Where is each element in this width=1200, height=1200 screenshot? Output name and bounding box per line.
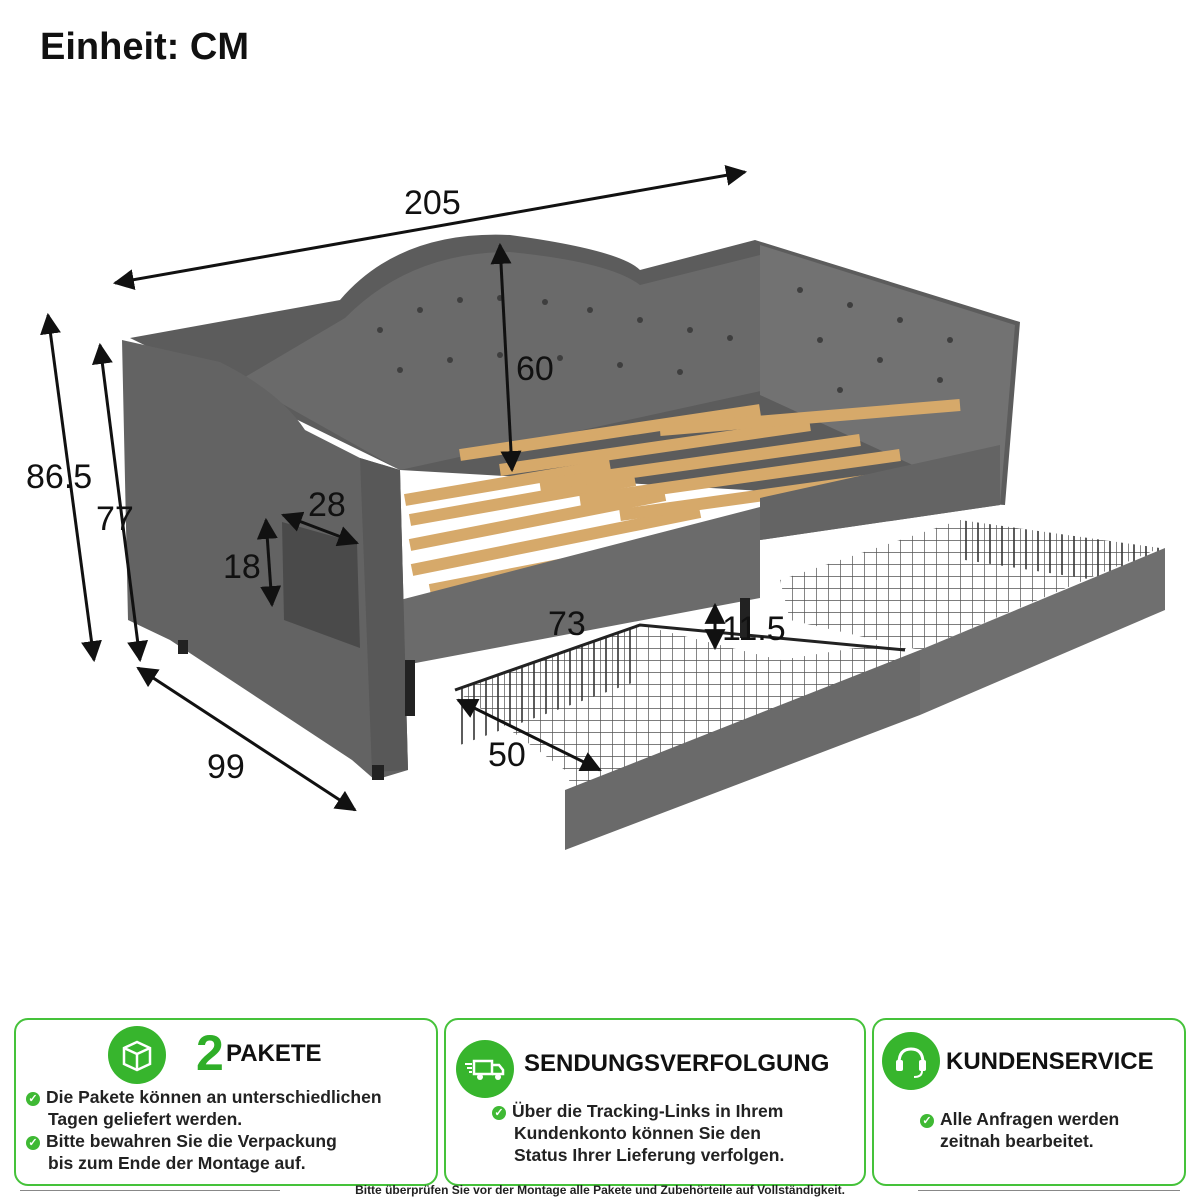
dim-depth: 99 (207, 748, 245, 786)
dim-pocket-width: 28 (308, 486, 346, 524)
check-icon: ✓ (26, 1092, 40, 1106)
headset-icon (882, 1032, 940, 1090)
check-icon: ✓ (492, 1106, 506, 1120)
tracking-line-3: Status Ihrer Lieferung verfolgen. (514, 1145, 785, 1165)
unit-label: Einheit: CM (40, 26, 249, 68)
dim-pocket-height: 18 (223, 548, 261, 586)
dim-backrest-height: 60 (516, 350, 554, 388)
packages-title: PAKETE (226, 1040, 322, 1067)
packages-line-3: ✓Bitte bewahren Sie die Verpackung (26, 1130, 337, 1152)
delivery-truck-icon (456, 1040, 514, 1098)
tracking-line-2: Kundenkonto können Sie den (514, 1123, 761, 1143)
check-icon: ✓ (26, 1136, 40, 1150)
packages-line-2: Tagen geliefert werden. (48, 1109, 243, 1129)
dim-side-height: 77 (96, 500, 134, 538)
packages-card: 2 PAKETE ✓Die Pakete können an unterschi… (14, 1018, 438, 1186)
footer-note: Bitte überprüfen Sie vor der Montage all… (0, 1183, 1200, 1197)
tracking-card: SENDUNGSVERFOLGUNG ✓Über die Tracking-Li… (444, 1018, 866, 1186)
package-box-icon (108, 1026, 166, 1084)
check-icon: ✓ (920, 1114, 934, 1128)
daybed-illustration (122, 234, 1020, 780)
packages-line-1: ✓Die Pakete können an unterschiedlichen (26, 1086, 382, 1108)
daybed-diagram: 205 60 86.5 77 28 18 73 11.5 50 99 (26, 164, 1165, 850)
service-line-2: zeitnah bearbeitet. (940, 1131, 1094, 1151)
right-drawer (780, 520, 1165, 715)
dim-total-height: 86.5 (26, 458, 92, 496)
service-title: KUNDENSERVICE (946, 1048, 1154, 1075)
dim-drawer-width: 50 (488, 736, 526, 774)
packages-line-4: bis zum Ende der Montage auf. (48, 1153, 306, 1173)
package-count: 2 (196, 1025, 224, 1081)
service-line-1: ✓Alle Anfragen werden (920, 1108, 1119, 1130)
dim-drawer-length: 73 (548, 605, 586, 643)
service-card: KUNDENSERVICE ✓Alle Anfragen werden zeit… (872, 1018, 1186, 1186)
dim-drawer-height: 11.5 (722, 610, 786, 648)
dim-length: 205 (404, 184, 461, 222)
tracking-line-1: ✓Über die Tracking-Links in Ihrem (492, 1100, 783, 1122)
tracking-title: SENDUNGSVERFOLGUNG (524, 1050, 830, 1077)
dimension-lines (40, 164, 748, 812)
